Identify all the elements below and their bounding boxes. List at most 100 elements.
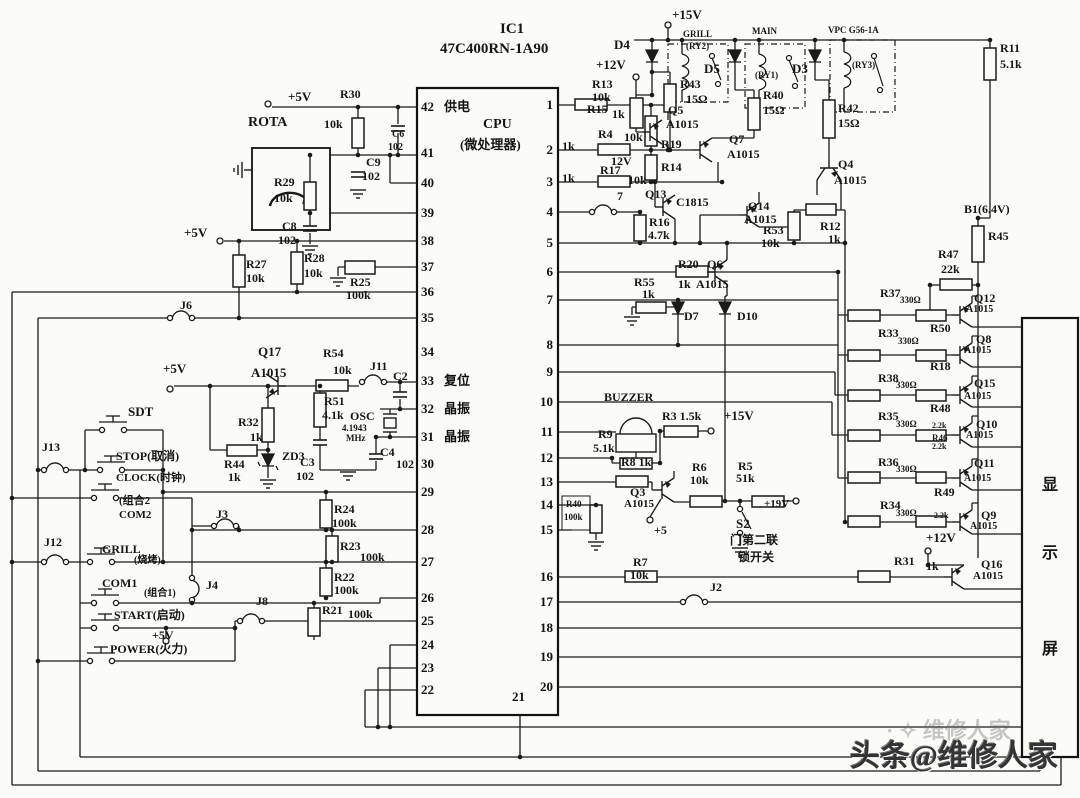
r49-val-label: 2.2k	[934, 511, 949, 520]
buzzer-label: BUZZER	[604, 390, 654, 404]
r44-val-label: 1k	[228, 470, 241, 484]
j2-label: J2	[710, 580, 722, 594]
r33-val-label: 330Ω	[898, 336, 919, 346]
watermark-label: 头条@维修人家	[850, 740, 1058, 773]
r36-label: R36	[878, 455, 899, 469]
cpu-pin-41: 41	[421, 145, 434, 160]
osc-label: OSC	[350, 409, 375, 423]
cpu-pin-14: 14	[540, 497, 553, 512]
q4-type-label: A1015	[834, 173, 867, 187]
r40a-val-label: 15Ω	[763, 103, 785, 117]
cpu-pin-13: 13	[540, 474, 553, 489]
r40a-label: R40	[763, 88, 784, 102]
r35-val-label: 330Ω	[896, 419, 917, 429]
display-panel-char-1: 示	[1042, 545, 1059, 562]
q11-type-label: A1015	[964, 473, 992, 484]
c6-label: C6	[392, 129, 405, 140]
cpu-pin-2: 2	[546, 142, 554, 157]
r6-val-label: 10k	[690, 473, 709, 487]
cpu-pin-30: 30	[421, 456, 434, 471]
relay-ry1-label: (RY1)	[755, 70, 779, 80]
plus5-q3-label: +5	[654, 523, 667, 537]
r36-val-label: 330Ω	[896, 464, 917, 474]
wiring	[11, 28, 1062, 786]
cpu-pin-27: 27	[421, 554, 434, 569]
q17-type-label: A1015	[251, 365, 287, 380]
s2-switch-icon	[736, 505, 752, 537]
r44-label: R44	[224, 457, 245, 471]
r51-label: R51	[324, 394, 345, 408]
relay-ry2-box	[667, 43, 729, 103]
plus15v-buzzer-label: +15V	[724, 408, 754, 423]
relay-ry2-label: (RY2)	[686, 41, 710, 51]
cpu-pin-6: 6	[546, 264, 554, 279]
r40b-label: R40	[566, 499, 582, 509]
c6-val-label: 102	[388, 142, 403, 153]
q17-label: Q17	[258, 344, 282, 359]
d3-label: D3	[792, 61, 808, 76]
r38-val-label: 330Ω	[896, 380, 917, 390]
r20-val-label: 1k	[678, 277, 691, 291]
r38-label: R38	[878, 371, 899, 385]
plus5v-rota-label: +5V	[288, 89, 312, 104]
cpu-pin-35: 35	[421, 310, 434, 325]
buzzer-icon	[615, 417, 657, 453]
r40b-val-label: 100k	[564, 512, 583, 522]
c4-val-label: 102	[396, 457, 414, 471]
cpu-pin-1: 1	[546, 97, 554, 112]
ic1-part-label: 47C400RN-1A90	[440, 41, 549, 57]
osc-freq-label: 4.1943	[342, 423, 367, 433]
r29-val-label: 10k	[274, 191, 293, 205]
r30-val-label: 10k	[324, 117, 343, 131]
r30-label: R30	[340, 87, 361, 101]
r46-val1-label: 2.2k	[932, 421, 947, 430]
cpu-pin-8: 8	[546, 337, 554, 352]
com1-label: COM1	[102, 576, 138, 590]
q6-type-label: A1015	[696, 277, 729, 291]
cpu-pin-31: 31	[421, 429, 434, 444]
r21-val-label: 100k	[348, 607, 373, 621]
cpu-pin-29: 29	[421, 484, 434, 499]
r19-label: R19	[661, 137, 682, 151]
plus5v-start-label: +5V	[152, 628, 174, 642]
com1-cn-label: (组合1)	[144, 588, 176, 599]
r6-label: R6	[692, 460, 707, 474]
power-label: POWER(火力)	[110, 642, 188, 656]
r29-label: R29	[274, 175, 295, 189]
r11-label: R11	[1000, 41, 1021, 55]
q10-type-label: A1015	[966, 430, 994, 441]
cpu-pin-33: 33	[421, 373, 434, 388]
q5-label: Q5	[668, 103, 684, 117]
cpu-pin-42-function: 供电	[444, 99, 471, 114]
cpu-pin-4: 4	[546, 204, 554, 219]
r43-label: R43	[680, 77, 701, 91]
q8-type-label: A1015	[964, 345, 992, 356]
r42-label: R42	[838, 101, 859, 115]
watermark-ghost-label: · ✧ 维修人家	[886, 718, 1011, 743]
q6-label: Q6	[707, 257, 723, 271]
r46-label: R46	[932, 433, 948, 443]
cpu-pin-40: 40	[421, 175, 434, 190]
r19-val-label: 10k	[624, 130, 643, 144]
cpu-pin-3: 3	[546, 174, 554, 189]
r46-val2-label: 2.2k	[932, 442, 947, 451]
cpu-pin-11: 11	[540, 424, 553, 439]
r49-label: R49	[934, 485, 955, 499]
cpu-pin-15: 15	[540, 522, 553, 537]
q12-label: Q12	[974, 291, 996, 305]
j13-label: J13	[42, 440, 60, 454]
rota-label: ROTA	[248, 115, 288, 130]
d10-label: D10	[737, 309, 758, 323]
display-panel-box	[1020, 316, 1080, 759]
cpu-pin-32-function: 晶振	[444, 401, 471, 416]
q9-type-label: A1015	[970, 521, 998, 532]
cpu-subtitle-label: (微处理器)	[460, 137, 521, 152]
plus19v-label: +19V	[764, 498, 790, 510]
ry1-coil-icon	[758, 53, 767, 91]
q14-label: Q14	[748, 199, 770, 213]
cpu-pin-42: 42	[421, 99, 434, 114]
c4-label: C4	[380, 445, 395, 459]
v12-label: 12V	[611, 154, 632, 168]
cpu-pin-7: 7	[546, 292, 554, 307]
